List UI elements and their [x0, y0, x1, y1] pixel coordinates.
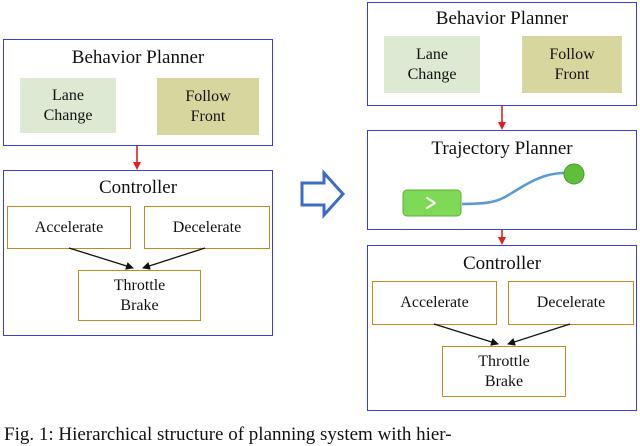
trajectory-path — [461, 171, 575, 206]
left-accelerate-node: Accelerate — [7, 206, 131, 249]
figure-caption: Fig. 1: Hierarchical structure of planni… — [4, 424, 452, 445]
right-decelerate-to-throttle-arrow — [507, 323, 571, 346]
right-decelerate-label: Decelerate — [536, 294, 606, 311]
right-lane-change-label-line2: Change — [407, 65, 457, 83]
left-accelerate-label: Accelerate — [34, 218, 104, 236]
right-brake-label: Brake — [484, 372, 524, 390]
left-follow-front-node: Follow Front — [157, 78, 259, 135]
left-decelerate-node: Decelerate — [144, 206, 270, 249]
left-lane-change-node: Lane Change — [20, 78, 116, 133]
left-controller-title: Controller — [98, 177, 178, 198]
left-lane-change-label-line2: Change — [43, 106, 93, 124]
right-trajectory-planner-title: Trajectory Planner — [431, 138, 573, 159]
right-follow-front-label-line2: Front — [554, 65, 590, 83]
goal-icon — [563, 163, 585, 185]
right-lane-change-label-line1: Lane — [416, 45, 448, 63]
left-lane-change-label-line1: Lane — [52, 86, 84, 104]
right-decelerate-node: Decelerate — [508, 281, 634, 325]
right-behavior-planner-title: Behavior Planner — [435, 8, 569, 29]
right-behavior-planner-box: Behavior Planner Lane Change Follow Fron… — [367, 2, 637, 106]
left-brake-label: Brake — [120, 296, 159, 314]
left-follow-front-label-line2: Front — [190, 107, 226, 125]
right-throttle-brake-node: Throttle Brake — [442, 346, 566, 397]
right-controller-title: Controller — [462, 253, 542, 274]
transition-arrow-icon — [300, 169, 346, 219]
left-throttle-brake-node: Throttle Brake — [78, 270, 201, 321]
right-controller-box: Controller Accelerate Decelerate Throttl… — [367, 245, 637, 411]
right-follow-front-label-line1: Follow — [549, 45, 595, 63]
left-throttle-label: Throttle — [113, 276, 166, 294]
right-lane-change-node: Lane Change — [384, 36, 480, 93]
left-follow-front-label-line1: Follow — [185, 87, 231, 105]
right-accelerate-to-throttle-arrow — [433, 323, 499, 346]
left-decelerate-label: Decelerate — [172, 218, 242, 236]
left-behavior-planner-box: Behavior Planner Lane Change Follow Fron… — [3, 39, 273, 146]
right-follow-front-node: Follow Front — [522, 36, 622, 93]
right-accelerate-label: Accelerate — [400, 294, 469, 311]
right-accelerate-node: Accelerate — [372, 281, 497, 325]
vehicle-icon — [402, 189, 462, 217]
right-throttle-label: Throttle — [478, 352, 530, 370]
left-controller-box: Controller Accelerate Decelerate Throttl… — [3, 170, 273, 336]
left-accelerate-to-throttle-arrow — [68, 247, 134, 270]
left-behavior-planner-title: Behavior Planner — [71, 47, 205, 68]
left-decelerate-to-throttle-arrow — [142, 247, 206, 270]
